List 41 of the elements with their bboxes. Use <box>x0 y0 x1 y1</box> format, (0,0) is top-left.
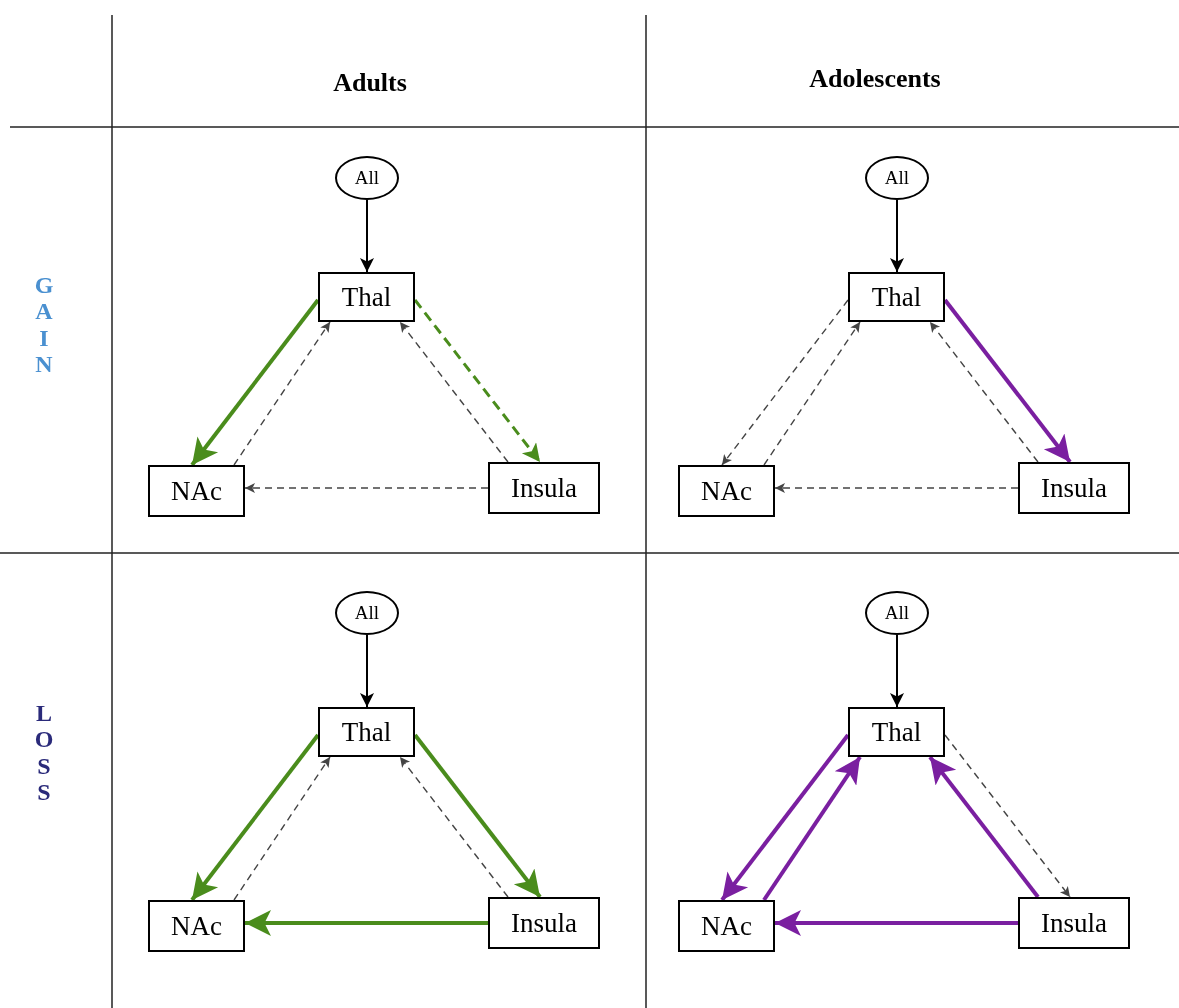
region-box: NAc <box>148 900 245 952</box>
arrow <box>774 483 1019 493</box>
column-header: Adults <box>332 68 408 98</box>
arrow <box>721 299 849 466</box>
region-box: Insula <box>488 462 600 514</box>
region-box: Insula <box>1018 897 1130 949</box>
region-box: Thal <box>848 707 945 757</box>
region-oval: All <box>335 591 399 635</box>
arrow <box>244 483 489 493</box>
arrow <box>190 298 320 467</box>
arrow <box>762 755 862 902</box>
arrow <box>360 199 374 273</box>
arrow <box>245 910 488 936</box>
region-box: Insula <box>488 897 600 949</box>
arrow <box>929 321 1039 463</box>
arrow <box>720 733 850 902</box>
arrow <box>399 756 509 898</box>
row-header: GAIN <box>33 272 55 378</box>
region-box: Thal <box>318 707 415 757</box>
arrow <box>775 910 1018 936</box>
region-oval: All <box>335 156 399 200</box>
arrow <box>890 199 904 273</box>
region-box: NAc <box>678 465 775 517</box>
region-box: Thal <box>848 272 945 322</box>
arrow <box>233 321 331 466</box>
region-box: NAc <box>678 900 775 952</box>
arrow <box>928 755 1040 899</box>
arrow <box>233 756 331 901</box>
region-oval: All <box>865 156 929 200</box>
arrow <box>763 321 861 466</box>
region-oval: All <box>865 591 929 635</box>
arrow <box>190 733 320 902</box>
arrow <box>890 634 904 708</box>
region-box: Insula <box>1018 462 1130 514</box>
column-header: Adolescents <box>808 64 942 94</box>
arrow <box>944 734 1071 898</box>
row-header: LOSS <box>33 700 55 806</box>
arrow <box>360 634 374 708</box>
region-box: Thal <box>318 272 415 322</box>
arrow <box>399 321 509 463</box>
region-box: NAc <box>148 465 245 517</box>
